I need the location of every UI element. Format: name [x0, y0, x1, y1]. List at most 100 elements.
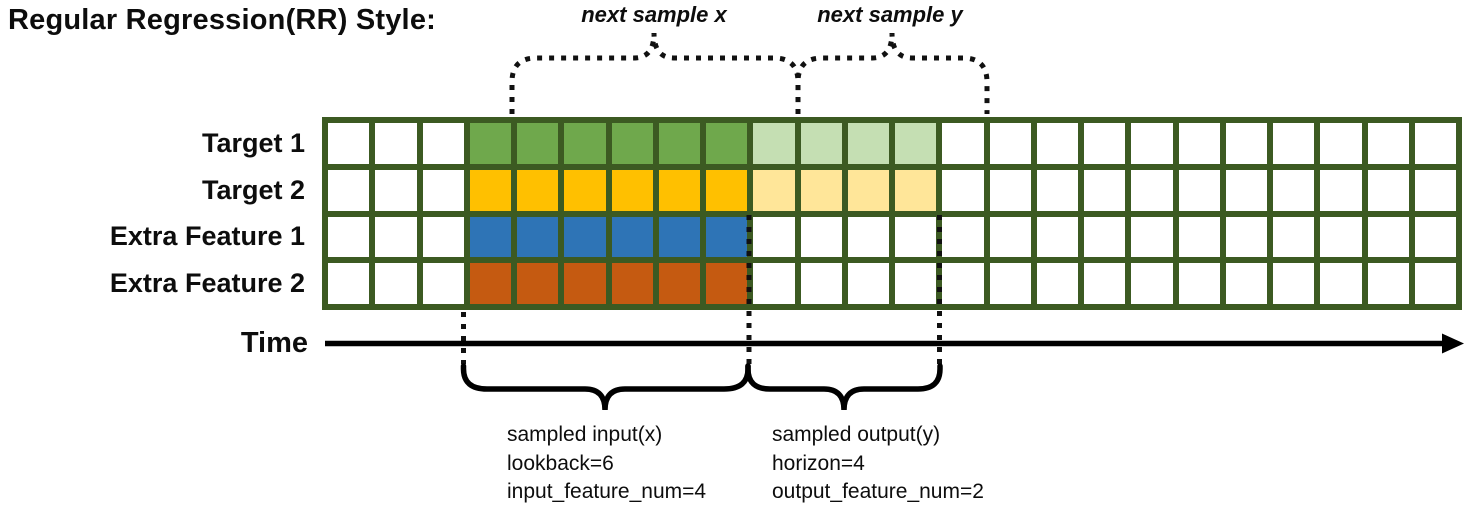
grid-cell: [847, 216, 889, 258]
grid-cell: [895, 123, 937, 164]
grid-cell: [422, 263, 464, 304]
grid-cell: [753, 123, 795, 164]
grid-cell: [706, 216, 748, 258]
grid-cell: [469, 263, 511, 304]
grid-cell: [1084, 216, 1126, 258]
grid-cell: [375, 263, 417, 304]
grid-cell: [611, 169, 653, 211]
sampled-output-line: sampled output(y): [772, 423, 941, 446]
grid-cell: [1036, 216, 1078, 258]
sampled-input-caption: sampled input(x) lookback=6 input_featur…: [507, 421, 706, 507]
row-label-3: Extra Feature 1: [109, 221, 305, 252]
horizon-line: horizon=4: [772, 451, 865, 475]
sample-grid: [322, 117, 1462, 310]
grid-cell: [989, 123, 1031, 164]
grid-cell: [1036, 169, 1078, 211]
grid-cell: [1273, 263, 1315, 304]
grid-cell: [422, 123, 464, 164]
grid-cell: [895, 169, 937, 211]
grid-cell: [1131, 123, 1173, 164]
grid-cell: [1178, 263, 1220, 304]
grid-cell: [328, 263, 370, 304]
grid-cell: [517, 263, 559, 304]
grid-cell: [1225, 263, 1267, 304]
grid-cell: [658, 263, 700, 304]
grid-cell: [753, 169, 795, 211]
grid-cell: [658, 216, 700, 258]
grid-cell: [1084, 123, 1126, 164]
grid-cell: [753, 263, 795, 304]
grid-cell: [895, 216, 937, 258]
grid-cell: [1367, 263, 1409, 304]
grid-cell: [517, 169, 559, 211]
grid-cell: [469, 169, 511, 211]
grid-cell: [469, 216, 511, 258]
grid-cell: [1225, 123, 1267, 164]
grid-cell: [611, 123, 653, 164]
grid-cell: [564, 169, 606, 211]
grid-cell: [1178, 123, 1220, 164]
grid-cell: [989, 216, 1031, 258]
grid-cell: [1320, 216, 1362, 258]
time-axis-arrowhead: [1442, 333, 1464, 354]
grid-cell: [564, 263, 606, 304]
sampled-output-brace: [745, 363, 943, 411]
grid-cell: [942, 123, 984, 164]
sampled-output-caption: sampled output(y) horizon=4 output_featu…: [772, 421, 984, 507]
grid-cell: [753, 216, 795, 258]
time-axis-label: Time: [240, 327, 308, 359]
grid-cell: [1320, 123, 1362, 164]
grid-cell: [328, 169, 370, 211]
grid-cell: [847, 123, 889, 164]
grid-cell: [375, 169, 417, 211]
diagram-title: Regular Regression(RR) Style:: [8, 4, 436, 36]
grid-cell: [611, 216, 653, 258]
grid-cell: [800, 169, 842, 211]
grid-cell: [1084, 263, 1126, 304]
grid-cell: [1367, 216, 1409, 258]
grid-cell: [847, 263, 889, 304]
grid-cell: [895, 263, 937, 304]
row-label-4: Extra Feature 2: [109, 268, 305, 299]
grid-cell: [422, 169, 464, 211]
grid-cell: [658, 123, 700, 164]
grid-cell: [1084, 169, 1126, 211]
grid-cell: [989, 263, 1031, 304]
grid-cell: [658, 169, 700, 211]
grid-cell: [1036, 123, 1078, 164]
output-feature-num-line: output_feature_num=2: [772, 480, 984, 503]
row-label-2: Target 2: [201, 174, 305, 205]
grid-cell: [1414, 216, 1456, 258]
input-feature-num-line: input_feature_num=4: [507, 480, 707, 503]
grid-cell: [1320, 169, 1362, 211]
grid-cell: [706, 123, 748, 164]
next-sample-y-label: next sample y: [817, 2, 963, 27]
grid-cell: [847, 169, 889, 211]
grid-cell: [1036, 263, 1078, 304]
grid-cell: [375, 123, 417, 164]
grid-cell: [800, 216, 842, 258]
sampled-input-brace: [460, 363, 751, 411]
grid-cell: [1131, 263, 1173, 304]
grid-cell: [1320, 263, 1362, 304]
grid-cell: [517, 123, 559, 164]
grid-cell: [611, 263, 653, 304]
grid-cell: [942, 263, 984, 304]
grid-cell: [469, 123, 511, 164]
grid-cell: [1414, 169, 1456, 211]
grid-cell: [989, 169, 1031, 211]
next-sample-y-brace: [795, 32, 990, 114]
grid-cell: [1178, 216, 1220, 258]
grid-cell: [1414, 263, 1456, 304]
grid-cell: [1131, 169, 1173, 211]
grid-cell: [1414, 123, 1456, 164]
grid-cell: [942, 169, 984, 211]
grid-cell: [422, 216, 464, 258]
grid-cell: [564, 216, 606, 258]
lookback-line: lookback=6: [507, 451, 614, 475]
grid-cell: [800, 123, 842, 164]
grid-cell: [517, 216, 559, 258]
grid-cell: [1367, 123, 1409, 164]
